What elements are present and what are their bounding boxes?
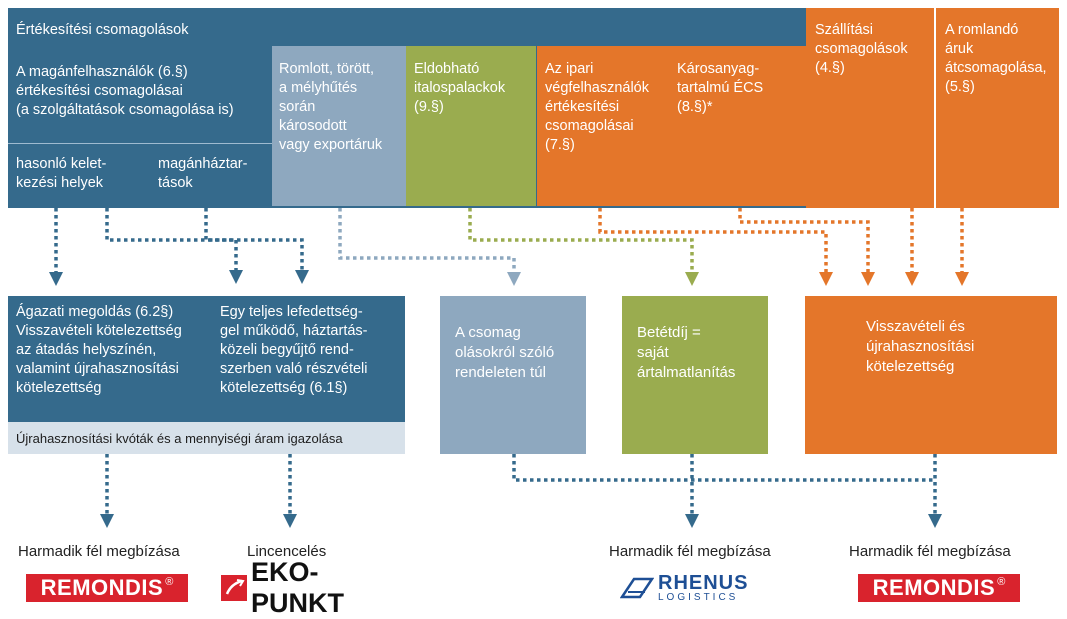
arrowhead xyxy=(100,514,114,528)
arrow-bottles-to-deposit xyxy=(468,208,694,272)
arrowhead xyxy=(295,270,309,284)
perishable-box xyxy=(936,8,1059,208)
arrowhead xyxy=(229,270,243,284)
hazardous-box xyxy=(668,46,806,206)
bottles-box xyxy=(406,46,536,206)
arrowhead xyxy=(49,272,63,286)
arrowhead xyxy=(685,272,699,286)
eko-punkt-logo: EKO-PUNKT xyxy=(221,557,411,618)
perishable-text: A romlandó áruk átcsomagolása, (5.§) xyxy=(945,22,1047,95)
damaged-goods-text: Romlott, törött, a mélyhűtés során káros… xyxy=(279,61,383,153)
remondis-logo-text: REMONDIS xyxy=(872,575,996,600)
takeback-box xyxy=(805,296,1057,454)
takeback-text: Visszavételi és újrahasznosítási kötelez… xyxy=(866,318,975,375)
remondis-logo-text: REMONDIS xyxy=(40,575,164,600)
arrow-damaged-to-beyond xyxy=(338,208,516,272)
transport-box xyxy=(806,8,934,208)
industrial-text: Az ipari végfelhasználók értékesítési cs… xyxy=(545,61,649,153)
sector-solution-text: Ágazati megoldás (6.2§) Visszavételi köt… xyxy=(16,304,182,396)
arrowhead xyxy=(507,272,521,286)
remondis-logo-2: REMONDIS ® xyxy=(858,574,1020,602)
quota-strip xyxy=(8,422,405,454)
remondis-logo-1: REMONDIS ® xyxy=(26,574,188,602)
arrow-beyond-join xyxy=(512,454,935,482)
registered-mark: ® xyxy=(997,576,1006,588)
damaged-goods-box xyxy=(272,46,406,206)
arrowhead xyxy=(905,272,919,286)
transport-text: Szállítási csomagolások (4.§) xyxy=(815,22,908,76)
divider-line xyxy=(8,143,272,144)
industrial-box xyxy=(537,46,668,206)
label-licensing: Lincencelés xyxy=(247,543,327,560)
beyond-regulation-text: A csomag olásokról szóló rendeleten túl xyxy=(455,324,555,381)
sector-solution-box xyxy=(8,296,405,422)
eko-punkt-logo-text: EKO-PUNKT xyxy=(250,557,344,618)
arrow-hazardous-to-takeback xyxy=(738,208,870,272)
arrowhead xyxy=(861,272,875,286)
registered-mark: ® xyxy=(165,576,174,588)
rhenus-logo-text: RHENUS xyxy=(658,572,749,594)
label-third-party-3: Harmadik fél megbízása xyxy=(849,543,1011,560)
rhenus-logistics-text: LOGISTICS xyxy=(658,592,739,603)
arrowhead xyxy=(928,514,942,528)
beyond-regulation-box xyxy=(440,296,586,454)
deposit-text: Betétdíj = saját ártalmatlanítás xyxy=(637,324,736,381)
deposit-box xyxy=(622,296,768,454)
quota-strip-text: Újrahasznosítási kvóták és a mennyiségi … xyxy=(16,431,343,446)
arrow-industrial-to-takeback xyxy=(598,208,828,272)
arrowhead xyxy=(283,514,297,528)
arrow-similar-to-coverage xyxy=(105,208,238,270)
label-third-party-1: Harmadik fél megbízása xyxy=(18,543,180,560)
rhenus-mark-icon xyxy=(619,575,655,601)
similar-places-text: hasonló kelet- kezési helyek xyxy=(16,156,107,191)
hazardous-text: Károsanyag- tartalmú ÉCS (8.§)* xyxy=(677,61,764,115)
arrowhead xyxy=(685,514,699,528)
arrow-households-to-coverage xyxy=(204,208,304,270)
private-users-text: A magánfelhasználók (6.§) értékesítési c… xyxy=(16,64,234,118)
eko-punkt-mark-icon xyxy=(221,575,247,601)
sales-packaging-header: Értékesítési csomagolások xyxy=(16,22,189,38)
full-coverage-text: Egy teljes lefedettség- gel működő, házt… xyxy=(220,304,368,396)
bottles-text: Eldobható italospalackok (9.§) xyxy=(414,61,506,115)
arrowhead xyxy=(819,272,833,286)
households-text: magánháztar- tások xyxy=(158,156,248,191)
arrowhead xyxy=(955,272,969,286)
label-third-party-2: Harmadik fél megbízása xyxy=(609,543,771,560)
rhenus-logo: RHENUS LOGISTICS xyxy=(619,572,790,604)
